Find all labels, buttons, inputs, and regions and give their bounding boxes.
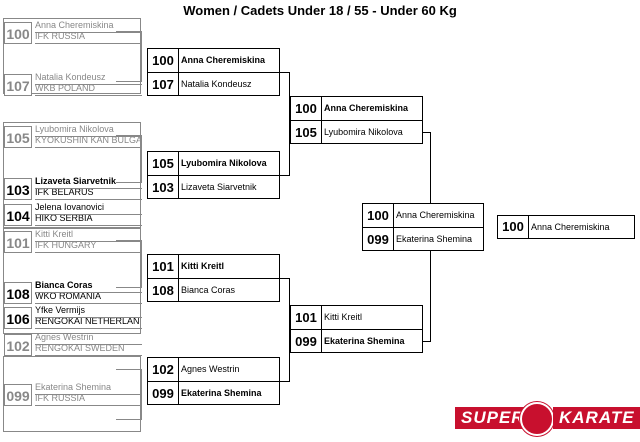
super-karate-logo: SUPER KARATE xyxy=(455,402,640,436)
match-name: Anna Cheremiskina xyxy=(324,103,409,113)
match-name: Kitti Kreitl xyxy=(324,312,363,322)
page-title: Women / Cadets Under 18 / 55 - Under 60 … xyxy=(183,3,457,18)
match-number: 102 xyxy=(148,358,179,381)
pool-entry: 102 Agnes Westrin RENGOKAI SWEDEN xyxy=(4,332,142,356)
pool-entry: 103 Lizaveta Siarvetnik IFK BELARUS xyxy=(4,176,142,200)
match-name: Kitti Kreitl xyxy=(181,261,225,271)
match-number: 101 xyxy=(148,255,179,278)
match-name: Anna Cheremiskina xyxy=(181,55,266,65)
logo-text-right: KARATE xyxy=(553,407,640,429)
competitor-club: IFK BELARUS xyxy=(35,187,94,197)
match-name: Ekaterina Shemina xyxy=(324,336,405,346)
logo-text-left: SUPER xyxy=(455,407,531,429)
pool-entry: 101 Kitti Kreitl IFK HUNGARY xyxy=(4,229,142,253)
match-name: Lyubomira Nikolova xyxy=(324,127,403,137)
match-number: 100 xyxy=(148,49,179,72)
pool-entry: 105 Lyubomira Nikolova KYOKUSHIN KAN BUL… xyxy=(4,124,143,148)
competitor-club: RENGOKAI NETHERLAN xyxy=(35,316,140,326)
competitor-name: Lyubomira Nikolova xyxy=(35,124,114,134)
competitor-number: 108 xyxy=(4,282,32,304)
pool-bracket xyxy=(116,135,142,183)
match-name: Natalia Kondeusz xyxy=(181,79,252,89)
match-number: 099 xyxy=(363,228,394,251)
competitor-name: Kitti Kreitl xyxy=(35,229,74,239)
competitor-club: IFK RUSSIA xyxy=(35,393,86,403)
competitor-club: HIKO SERBIA xyxy=(35,213,93,223)
fist-icon xyxy=(520,402,554,436)
pool-entry: 106 Yfke Vermijs RENGOKAI NETHERLAN xyxy=(4,305,142,329)
competitor-club: WKB POLAND xyxy=(35,83,96,93)
pool-group xyxy=(3,228,141,334)
winner-box: 100 Anna Cheremiskina xyxy=(497,215,635,239)
match-name: Ekaterina Shemina xyxy=(396,234,473,244)
match-number: 105 xyxy=(148,152,179,175)
competitor-number: 100 xyxy=(4,22,32,44)
match-number: 100 xyxy=(363,204,394,227)
pool-entry: 099 Ekaterina Shemina IFK RUSSIA xyxy=(4,382,142,406)
competitor-number: 106 xyxy=(4,307,32,329)
match-number: 100 xyxy=(291,97,322,120)
pool-bracket xyxy=(116,31,142,82)
competitor-name: Ekaterina Shemina xyxy=(35,382,112,392)
competitor-name: Natalia Kondeusz xyxy=(35,72,106,82)
competitor-name: Yfke Vermijs xyxy=(35,305,86,315)
match-name: Agnes Westrin xyxy=(181,364,240,374)
match-number: 108 xyxy=(148,279,179,302)
match-name: Ekaterina Shemina xyxy=(181,388,262,398)
competitor-name: Lizaveta Siarvetnik xyxy=(35,176,117,186)
match-number: 107 xyxy=(148,73,179,96)
competitor-club: RENGOKAI SWEDEN xyxy=(35,343,125,353)
pool-group xyxy=(3,122,141,228)
match-name: Lyubomira Nikolova xyxy=(181,158,267,168)
pool-bracket xyxy=(116,240,142,288)
competitor-number: 105 xyxy=(4,126,32,148)
competitor-name: Agnes Westrin xyxy=(35,332,94,342)
competitor-number: 099 xyxy=(4,384,32,406)
competitor-name: Bianca Coras xyxy=(35,280,93,290)
competitor-club: KYOKUSHIN KAN BULGA xyxy=(35,135,143,145)
competitor-club: IFK HUNGARY xyxy=(35,240,97,250)
competitor-club: IFK RUSSIA xyxy=(35,31,86,41)
match-name: Bianca Coras xyxy=(181,285,236,295)
winner-name: Anna Cheremiskina xyxy=(531,222,610,232)
pool-entry: 108 Bianca Coras WKO ROMANIA xyxy=(4,280,142,304)
competitor-name: Jelena Iovanovici xyxy=(35,202,105,212)
competitor-number: 104 xyxy=(4,204,32,226)
match-number: 101 xyxy=(291,306,322,329)
competitor-number: 101 xyxy=(4,231,32,253)
competitor-number: 103 xyxy=(4,178,32,200)
match-name: Lizaveta Siarvetnik xyxy=(181,182,257,192)
pool-entry: 107 Natalia Kondeusz WKB POLAND xyxy=(4,72,142,96)
competitor-number: 102 xyxy=(4,334,32,356)
bracket-connector xyxy=(280,278,290,382)
match-name: Anna Cheremiskina xyxy=(396,210,475,220)
pool-entry: 100 Anna Cheremiskina IFK RUSSIA xyxy=(4,20,142,44)
winner-number: 100 xyxy=(498,216,529,238)
competitor-club: WKO ROMANIA xyxy=(35,291,102,301)
match-number: 103 xyxy=(148,176,179,199)
match-number: 105 xyxy=(291,121,322,144)
competitor-number: 107 xyxy=(4,74,32,96)
pool-group xyxy=(3,18,141,94)
match-number: 099 xyxy=(148,382,179,405)
match-number: 099 xyxy=(291,330,322,353)
bracket-connector xyxy=(280,72,290,176)
pool-entry: 104 Jelena Iovanovici HIKO SERBIA xyxy=(4,202,142,226)
competitor-name: Anna Cheremiskina xyxy=(35,20,114,30)
